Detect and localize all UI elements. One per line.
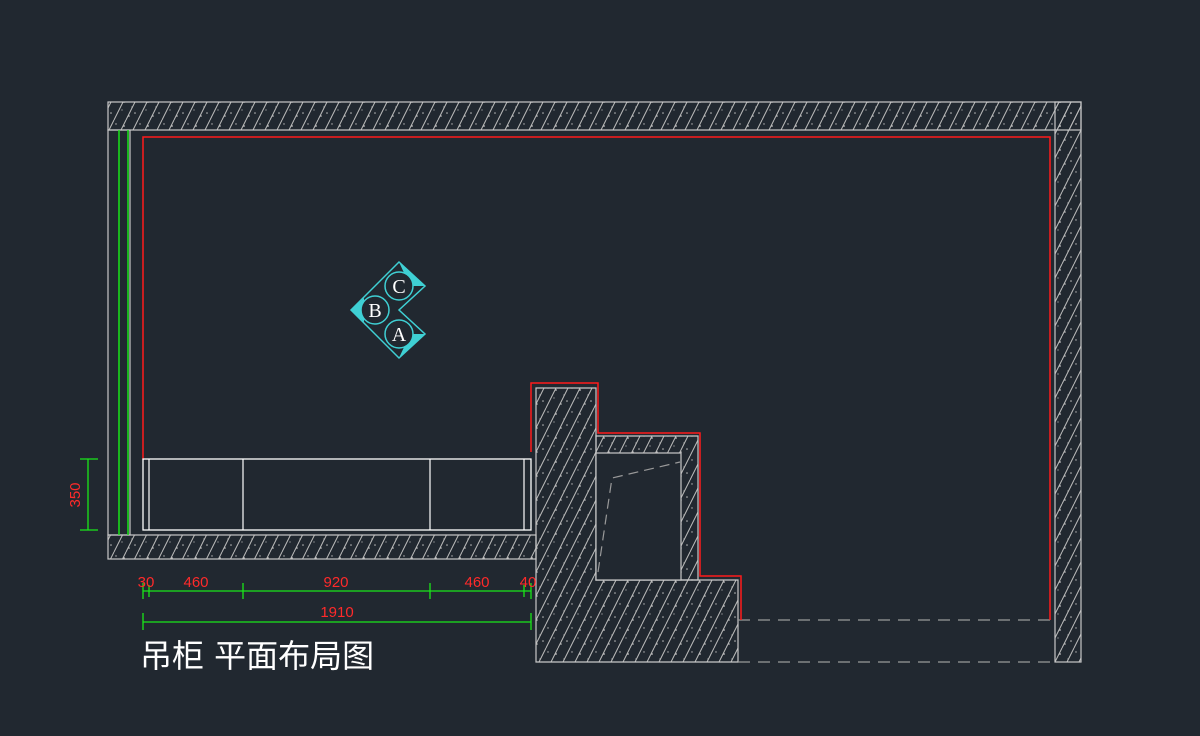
- marker-label-b: B: [368, 300, 381, 322]
- marker-label-a: A: [392, 324, 407, 346]
- segment-dimensions: 30 460 920 460 40: [138, 574, 537, 599]
- wall-cabinet[interactable]: [142, 458, 532, 531]
- dim-segment-5: 40: [520, 574, 537, 591]
- elevation-index-marker-icon[interactable]: C B A: [349, 260, 427, 360]
- walls: [107, 101, 1082, 663]
- drawing-title: 吊柜 平面布局图: [140, 637, 374, 675]
- dim-segment-2: 460: [183, 574, 208, 591]
- flue-opening: [595, 452, 682, 581]
- wall-bottom-left: [107, 534, 537, 560]
- dim-segment-1: 30: [138, 574, 155, 591]
- dim-total: 1910: [320, 604, 353, 621]
- marker-circle-b: [360, 295, 390, 325]
- wall-column: [535, 387, 739, 663]
- marker-label-c: C: [392, 276, 405, 298]
- height-dimension: 350: [67, 458, 98, 531]
- wall-right: [1054, 101, 1082, 663]
- left-green-lines: [118, 130, 129, 535]
- height-dimension-text: 350: [67, 482, 84, 507]
- dim-segment-3: 920: [323, 574, 348, 591]
- dim-segment-4: 460: [464, 574, 489, 591]
- total-dimension: 1910: [142, 604, 532, 630]
- marker-circle-c: [384, 271, 414, 301]
- marker-circle-a: [384, 319, 414, 349]
- wall-top: [107, 101, 1082, 131]
- finish-line: [142, 136, 1051, 620]
